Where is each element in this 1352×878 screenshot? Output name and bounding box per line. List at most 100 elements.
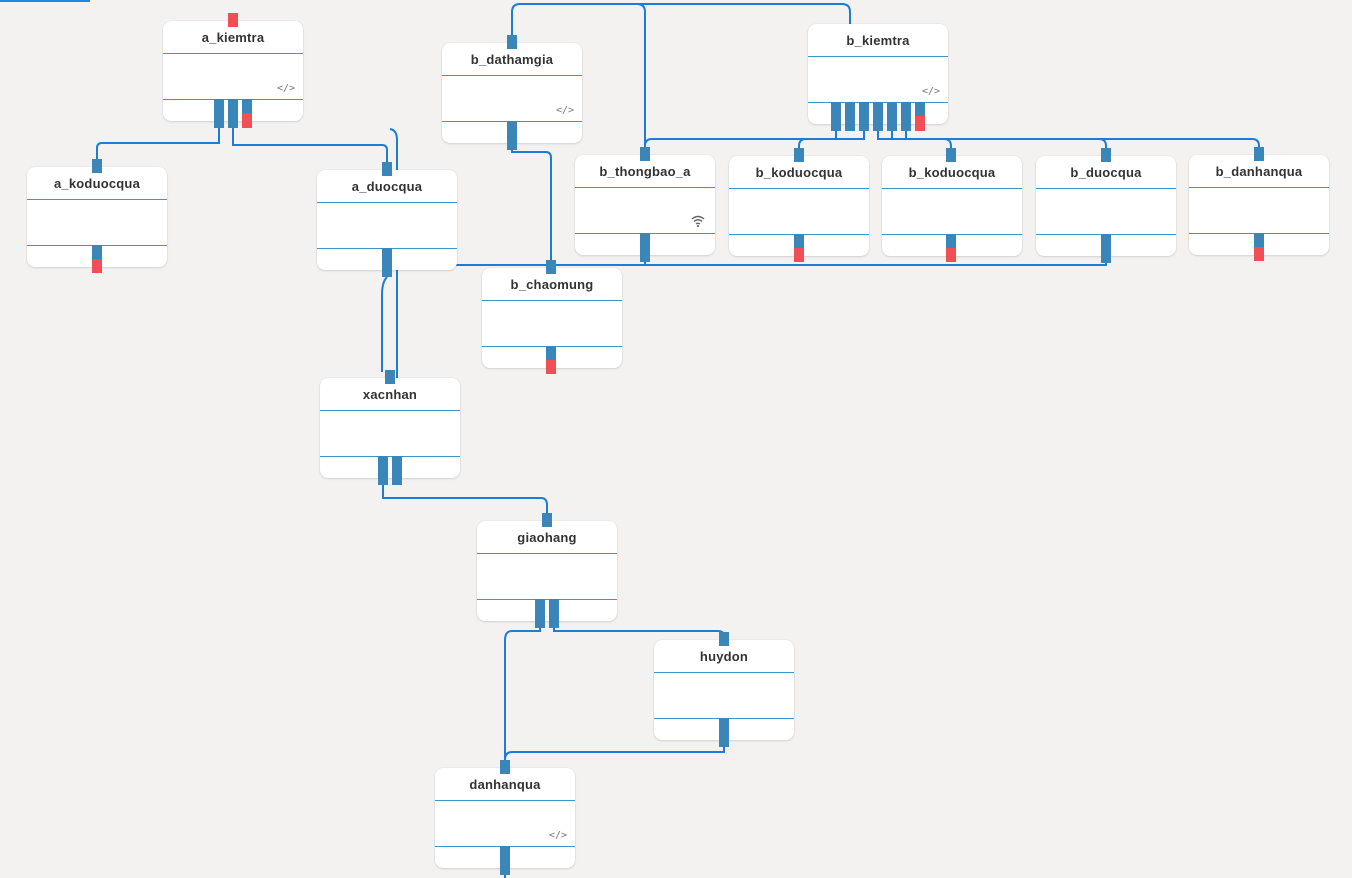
output-port[interactable] bbox=[549, 599, 559, 628]
code-icon[interactable]: </> bbox=[548, 830, 567, 841]
divider bbox=[477, 599, 617, 600]
node-title: b_dathamgia bbox=[470, 52, 554, 67]
input-port[interactable] bbox=[92, 159, 102, 173]
wifi-icon[interactable] bbox=[691, 215, 705, 227]
wire bbox=[636, 3, 646, 148]
divider bbox=[482, 300, 622, 301]
input-port[interactable] bbox=[946, 148, 956, 162]
input-port[interactable] bbox=[794, 148, 804, 162]
wire bbox=[504, 746, 725, 761]
wire bbox=[389, 128, 398, 485]
wire bbox=[392, 262, 1107, 266]
active-tab-indicator bbox=[0, 0, 90, 2]
output-port[interactable] bbox=[1254, 233, 1264, 247]
wire bbox=[511, 3, 851, 130]
node-title: huydon bbox=[699, 649, 749, 664]
output-port-error[interactable] bbox=[915, 116, 925, 131]
node-title: b_duocqua bbox=[1070, 165, 1142, 180]
divider bbox=[320, 456, 460, 457]
output-port-5[interactable] bbox=[887, 102, 897, 131]
output-port[interactable] bbox=[392, 456, 402, 485]
input-port[interactable] bbox=[500, 760, 510, 774]
output-port-7[interactable] bbox=[915, 102, 925, 116]
input-port[interactable] bbox=[382, 162, 392, 176]
node-title: a_duocqua bbox=[351, 179, 423, 194]
input-port[interactable] bbox=[546, 260, 556, 274]
wire bbox=[798, 131, 865, 150]
input-port[interactable] bbox=[542, 513, 552, 527]
input-port-error[interactable] bbox=[228, 13, 238, 27]
wire bbox=[232, 128, 388, 163]
output-port-2[interactable] bbox=[845, 102, 855, 131]
output-port-error[interactable] bbox=[242, 113, 252, 128]
input-port[interactable] bbox=[385, 370, 395, 384]
node-title: b_chaomung bbox=[510, 277, 594, 292]
node-title: giaohang bbox=[517, 530, 577, 545]
output-port[interactable] bbox=[640, 233, 650, 262]
output-port[interactable] bbox=[535, 599, 545, 628]
divider bbox=[477, 553, 617, 554]
output-port-error[interactable] bbox=[794, 248, 804, 262]
output-port-error[interactable] bbox=[1254, 247, 1264, 261]
divider bbox=[442, 75, 582, 76]
wire bbox=[905, 131, 1260, 150]
divider bbox=[435, 800, 575, 801]
divider bbox=[320, 410, 460, 411]
code-icon[interactable]: </> bbox=[921, 86, 940, 97]
output-port[interactable] bbox=[92, 245, 102, 259]
output-port[interactable] bbox=[1101, 234, 1111, 263]
output-port[interactable] bbox=[382, 248, 392, 277]
node-title: b_kiemtra bbox=[846, 33, 910, 48]
code-icon[interactable]: </> bbox=[276, 83, 295, 94]
output-port[interactable] bbox=[242, 99, 252, 113]
output-port[interactable] bbox=[500, 846, 510, 875]
wire bbox=[382, 485, 548, 515]
node-giaohang[interactable]: giaohang bbox=[477, 521, 617, 621]
wire bbox=[504, 628, 541, 762]
node-title: a_kiemtra bbox=[201, 30, 265, 45]
divider bbox=[1036, 188, 1176, 189]
wire bbox=[891, 131, 1107, 150]
wire bbox=[511, 150, 552, 262]
input-port[interactable] bbox=[1254, 147, 1264, 161]
output-port-3[interactable] bbox=[859, 102, 869, 131]
input-port[interactable] bbox=[640, 147, 650, 161]
input-port[interactable] bbox=[1101, 148, 1111, 162]
node-title: danhanqua bbox=[469, 777, 541, 792]
output-port[interactable] bbox=[546, 346, 556, 360]
node-title: b_thongbao_a bbox=[599, 164, 691, 179]
output-port-error[interactable] bbox=[92, 259, 102, 273]
output-port[interactable] bbox=[228, 99, 238, 128]
node-title: b_koduocqua bbox=[755, 165, 843, 180]
node-title: xacnhan bbox=[362, 387, 418, 402]
wire bbox=[381, 276, 388, 372]
divider bbox=[729, 188, 869, 189]
output-port[interactable] bbox=[214, 99, 224, 128]
node-b-duocqua[interactable]: b_duocqua bbox=[1036, 156, 1176, 256]
output-port-4[interactable] bbox=[873, 102, 883, 131]
node-xacnhan[interactable]: xacnhan bbox=[320, 378, 460, 478]
output-port-6[interactable] bbox=[901, 102, 911, 131]
wire bbox=[553, 628, 725, 638]
input-port[interactable] bbox=[507, 35, 517, 49]
node-title: b_danhanqua bbox=[1215, 164, 1303, 179]
wire bbox=[644, 131, 837, 150]
output-port[interactable] bbox=[378, 456, 388, 485]
output-port[interactable] bbox=[794, 234, 804, 248]
input-port[interactable] bbox=[719, 632, 729, 646]
output-port[interactable] bbox=[507, 121, 517, 150]
output-port-error[interactable] bbox=[546, 360, 556, 374]
wire bbox=[877, 131, 952, 150]
code-icon[interactable]: </> bbox=[555, 105, 574, 116]
output-port-1[interactable] bbox=[831, 102, 841, 131]
divider bbox=[27, 199, 167, 200]
output-port[interactable] bbox=[946, 234, 956, 248]
output-port[interactable] bbox=[719, 718, 729, 747]
divider bbox=[882, 188, 1022, 189]
divider bbox=[808, 56, 948, 57]
divider bbox=[654, 672, 794, 673]
divider bbox=[575, 187, 715, 188]
output-port-error[interactable] bbox=[946, 248, 956, 262]
